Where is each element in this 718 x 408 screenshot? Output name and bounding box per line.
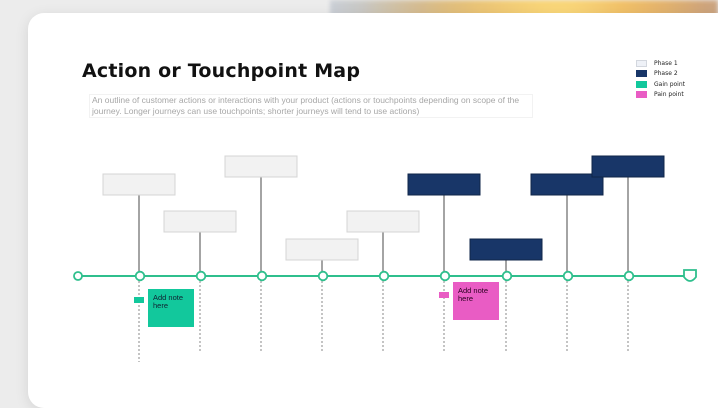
legend-label-phase-1: Phase 1 [654,59,678,67]
timeline-node [317,270,329,282]
phase-2-touchpoint-box[interactable] [407,173,481,196]
timeline-node [378,270,390,282]
timeline-start-node [73,271,83,281]
timeline-node [562,270,574,282]
timeline-node [256,270,268,282]
legend-swatch-gain-point [636,80,647,88]
timeline-node [195,270,207,282]
gain-point-marker [134,297,144,303]
legend-item-pain-point: Pain point [636,90,685,101]
phase-1-touchpoint-box[interactable] [224,155,298,178]
timeline-node [623,270,635,282]
phase-2-touchpoint-box[interactable] [469,238,543,261]
timeline-layer [73,155,697,362]
timeline-node [501,270,513,282]
pain-note[interactable]: Add note here [453,282,499,320]
description: An outline of customer actions or intera… [89,94,533,118]
phase-2-touchpoint-box[interactable] [530,173,604,196]
legend-swatch-phase-1 [636,59,647,67]
legend-item-gain-point: Gain point [636,79,685,90]
phase-2-touchpoint-box[interactable] [591,155,665,178]
timeline-node [439,270,451,282]
timeline-node [134,270,146,282]
legend-item-phase-2: Phase 2 [636,69,685,80]
legend-label-gain-point: Gain point [654,80,686,88]
legend-item-phase-1: Phase 1 [636,58,685,69]
gain-note[interactable]: Add note here [148,289,194,327]
legend-swatch-pain-point [636,91,647,99]
pain-point-marker [439,292,449,298]
timeline-end-icon [683,269,697,282]
phase-1-touchpoint-box[interactable] [102,173,176,196]
page-title: Action or Touchpoint Map [82,60,361,82]
legend: Phase 1 Phase 2 Gain point Pain point [636,58,685,100]
legend-label-phase-2: Phase 2 [654,70,678,78]
legend-label-pain-point: Pain point [654,91,684,99]
phase-1-touchpoint-box[interactable] [163,210,237,233]
legend-swatch-phase-2 [636,70,647,78]
phase-1-touchpoint-box[interactable] [285,238,359,261]
phase-1-touchpoint-box[interactable] [346,210,420,233]
